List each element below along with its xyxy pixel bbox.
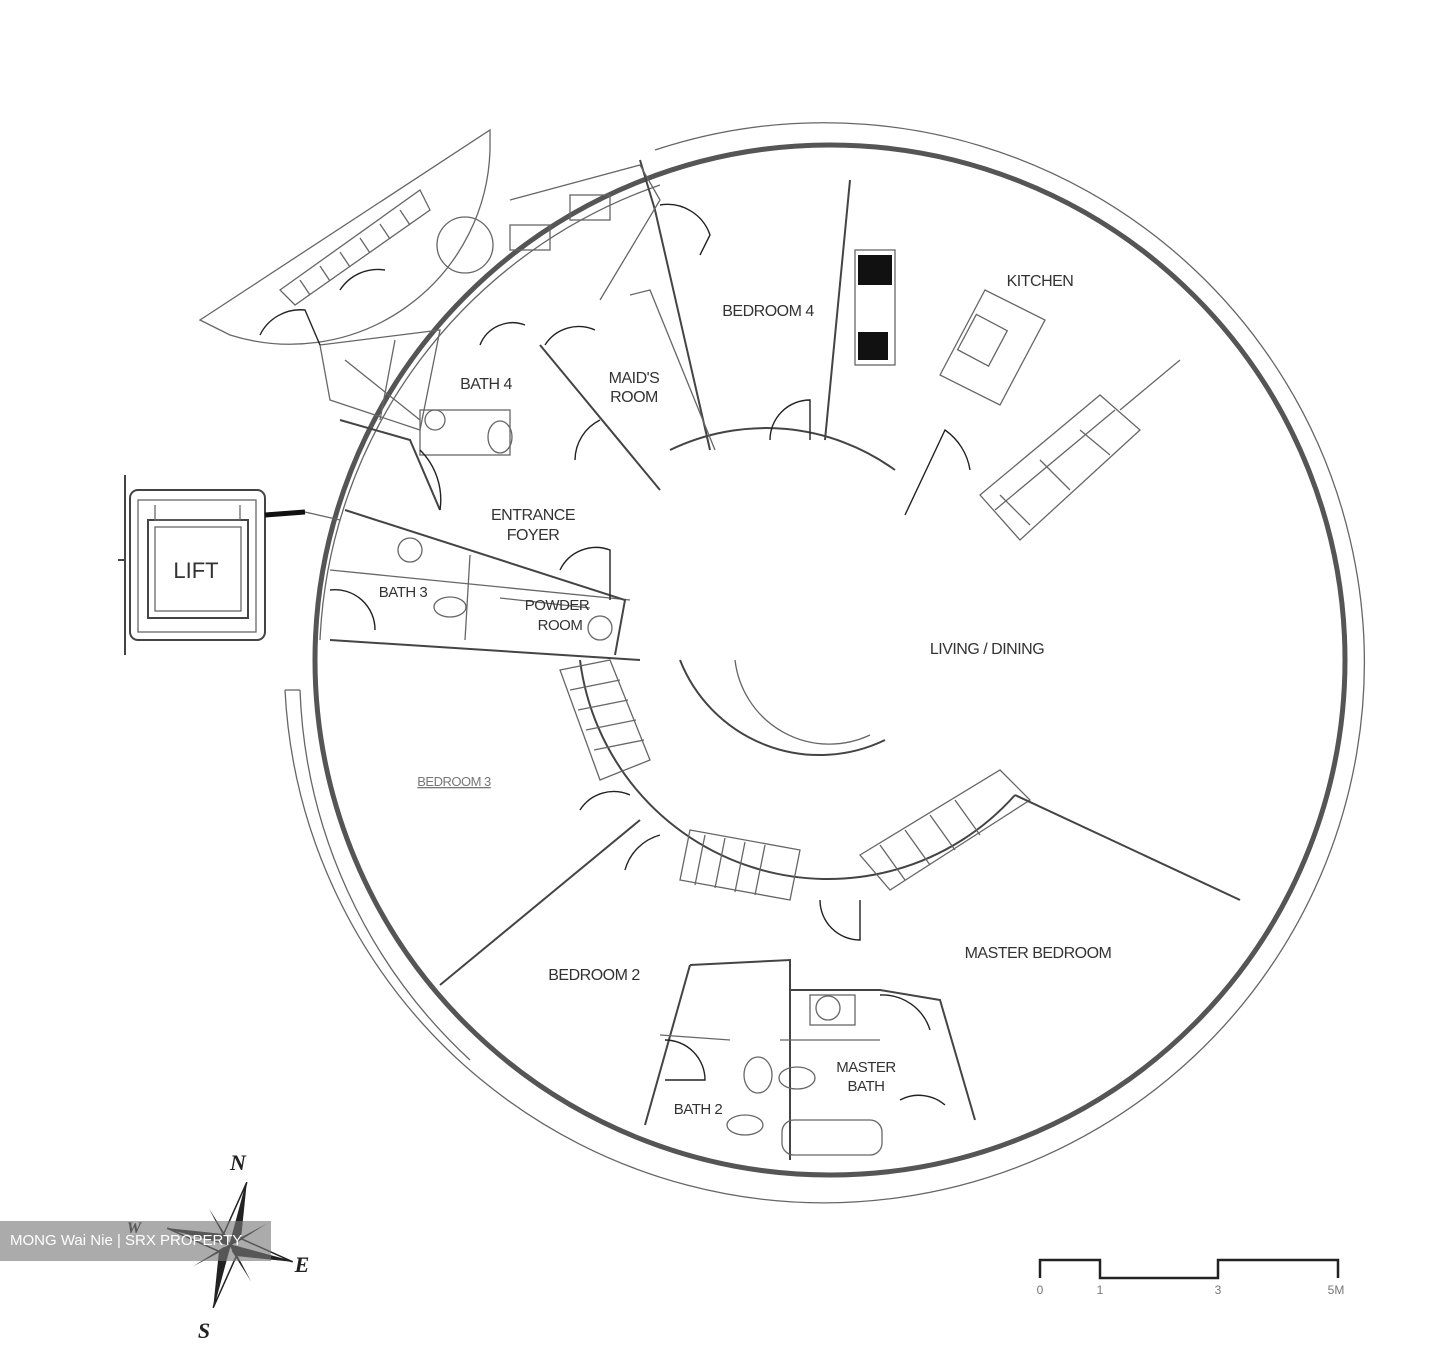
bath-block-south <box>644 958 976 1160</box>
compass-north-label: N <box>229 1150 247 1175</box>
dryer <box>569 194 611 221</box>
oven <box>858 332 888 360</box>
label-master-bath-2: BATH <box>848 1078 885 1095</box>
compass-south-label: S <box>198 1318 210 1343</box>
label-entrance-1: ENTRANCE <box>491 507 575 524</box>
label-maids-room-2: ROOM <box>610 389 658 406</box>
lift-shaft <box>118 475 341 655</box>
label-bedroom-2: BEDROOM 2 <box>548 967 640 984</box>
north-service <box>198 128 661 456</box>
bath-block-west <box>397 537 613 641</box>
main-circular-wall <box>312 142 1348 1178</box>
kitchen-island <box>939 289 1046 406</box>
cooktop <box>858 255 892 285</box>
room-labels: BEDROOM 4 KITCHEN BATH 4 MAID'S ROOM ENT… <box>173 273 1112 1118</box>
central-core <box>559 427 1032 901</box>
label-entrance-2: FOYER <box>507 527 560 544</box>
compass-east-label: E <box>294 1252 310 1277</box>
label-powder-1: POWDER <box>525 597 590 614</box>
water-tank <box>436 216 494 274</box>
outer-walls <box>284 122 1365 1204</box>
label-lift: LIFT <box>173 558 218 583</box>
label-master-bath-1: MASTER <box>836 1059 896 1076</box>
scale-bar: 0 1 3 5M <box>1037 1258 1345 1297</box>
scale-label-5m: 5M <box>1328 1283 1345 1297</box>
label-bath-2: BATH 2 <box>674 1101 723 1118</box>
label-living-dining: LIVING / DINING <box>930 641 1044 658</box>
outer-balcony-arc <box>284 122 1365 1204</box>
doors <box>259 203 971 1106</box>
label-powder-2: ROOM <box>538 617 583 634</box>
label-maids-room-1: MAID'S <box>609 370 660 387</box>
scale-label-0: 0 <box>1037 1283 1044 1297</box>
label-bath-3: BATH 3 <box>379 584 428 601</box>
watermark-banner: MONG Wai Nie | SRX PROPERTY <box>0 1221 271 1261</box>
bathtub <box>781 1119 883 1156</box>
label-kitchen: KITCHEN <box>1007 273 1074 290</box>
washer <box>509 224 551 251</box>
scale-label-3: 3 <box>1215 1283 1222 1297</box>
label-bedroom-4: BEDROOM 4 <box>722 303 814 320</box>
label-bedroom-3: BEDROOM 3 <box>417 774 491 789</box>
label-bath-4: BATH 4 <box>460 376 512 393</box>
partition-walls <box>329 159 1241 986</box>
label-master-bedroom: MASTER BEDROOM <box>965 945 1112 962</box>
kitchen-fixtures <box>854 249 1141 541</box>
scale-label-1: 1 <box>1097 1283 1104 1297</box>
